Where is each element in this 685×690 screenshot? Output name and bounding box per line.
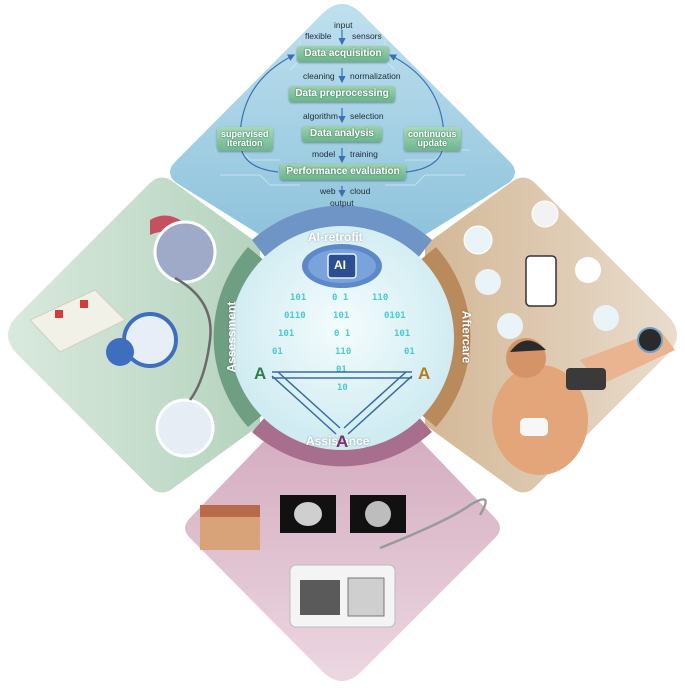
svg-text:101: 101 (394, 329, 410, 339)
svg-text:01: 01 (404, 347, 415, 357)
phone-doctor-icon (525, 255, 557, 307)
heartbeat-icon (575, 257, 601, 283)
algorithm-label: algorithm (303, 111, 338, 121)
svg-text:101: 101 (278, 329, 294, 339)
svg-text:0 1: 0 1 (334, 329, 350, 339)
normalization-label: normalization (350, 71, 401, 81)
syringe-icon (593, 305, 619, 331)
continuous-label: continuous (408, 129, 457, 139)
svg-text:01: 01 (336, 365, 347, 375)
brain-chip-icon (302, 244, 382, 288)
selection-label: selection (350, 111, 384, 121)
bottom-arc-band (252, 416, 432, 467)
cleaning-label: cleaning (303, 71, 335, 81)
svg-text:10: 10 (337, 383, 348, 393)
iteration-label: iteration (227, 138, 263, 148)
step-data-preprocessing: Data preprocessing (289, 86, 395, 102)
cloud-label: cloud (350, 186, 371, 196)
training-label: training (350, 149, 378, 159)
right-panel (425, 177, 677, 493)
stethoscope-icon (475, 269, 501, 295)
thermometer-icon (497, 313, 523, 339)
section-assistance: Assistance (306, 434, 370, 448)
right-arc-band (418, 247, 471, 427)
svg-text:101: 101 (290, 293, 306, 303)
model-label: model (312, 149, 336, 159)
svg-text:110: 110 (372, 293, 388, 303)
letter-a-bottom: A (336, 432, 349, 451)
svg-text:0110: 0110 (284, 311, 306, 321)
flexible-label: flexible (305, 31, 332, 41)
web-label: web (320, 186, 336, 196)
section-aftercare: Aftercare (459, 310, 474, 364)
svg-text:0 1: 0 1 (332, 293, 348, 303)
svg-text:01: 01 (272, 347, 283, 357)
assessment-illustrations (29, 215, 217, 458)
letter-a-left: A (254, 364, 267, 383)
sensors-label: sensors (352, 31, 382, 41)
assistance-illustrations (200, 495, 487, 628)
section-ai-retrofit: AI-retrofit (308, 230, 363, 244)
pulse-oximeter-icon (566, 368, 606, 390)
section-assessment: Assessment (224, 301, 239, 373)
update-label: update (417, 138, 447, 148)
catheter-icon (379, 498, 487, 550)
left-arc-band (213, 247, 266, 427)
chest-patch (520, 418, 548, 436)
flexible-patch (29, 289, 126, 353)
input-label: input (334, 20, 353, 30)
continuous-update-box: continuous update (404, 127, 461, 151)
bottom-panel (185, 440, 500, 681)
svg-text:101: 101 (333, 311, 349, 321)
pill-icon (531, 200, 559, 228)
svg-text:0101: 0101 (384, 311, 406, 321)
letter-a-right: A (418, 364, 431, 383)
supervised-iteration-box: supervised iteration (217, 127, 273, 151)
triangle-lines (271, 371, 413, 435)
supervised-label: supervised (221, 129, 269, 139)
ai-chip-label: AI (334, 258, 346, 272)
center-circle (230, 226, 454, 450)
aftercare-illustrations (463, 200, 675, 475)
top-arc-band (252, 205, 432, 258)
step-performance-evaluation: Performance evaluation (280, 164, 406, 180)
step-data-analysis: Data analysis (302, 126, 382, 142)
output-label: output (330, 198, 354, 208)
step-data-acquisition: Data acquisition (297, 46, 389, 62)
smartwatch-icon (637, 327, 663, 353)
svg-text:110: 110 (335, 347, 351, 357)
tooth-icon (463, 225, 493, 255)
